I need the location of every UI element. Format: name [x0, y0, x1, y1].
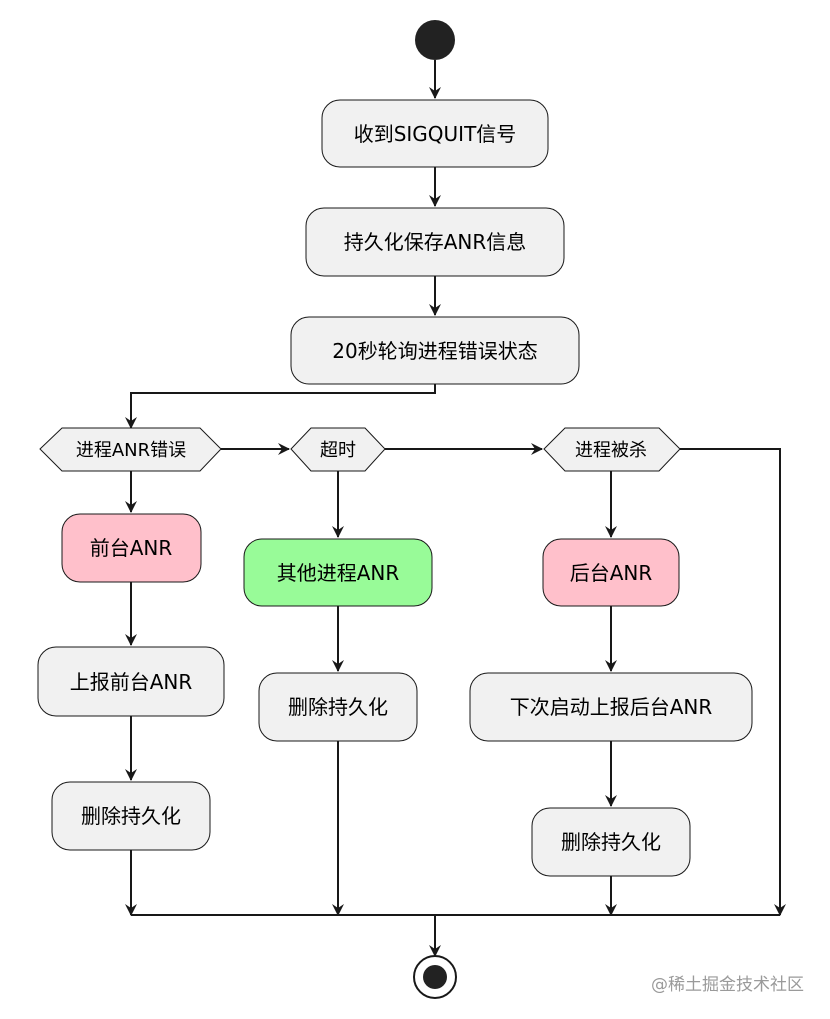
connectors — [125, 60, 786, 957]
node-delete-2-label: 删除持久化 — [288, 695, 388, 719]
condition-process-error: 进程ANR错误 — [39, 427, 222, 472]
node-receive-sigquit: 收到SIGQUIT信号 — [321, 99, 549, 168]
node-report-bg-next-label: 下次启动上报后台ANR — [510, 695, 713, 719]
node-report-fg-label: 上报前台ANR — [70, 670, 193, 694]
node-delete-3-label: 删除持久化 — [561, 830, 661, 854]
node-delete-2: 删除持久化 — [258, 672, 418, 742]
condition-process-killed-label: 进程被杀 — [575, 440, 647, 461]
node-bg-anr-label: 后台ANR — [570, 561, 653, 585]
watermark: @稀土掘金技术社区 — [651, 975, 804, 995]
condition-process-killed: 进程被杀 — [543, 427, 681, 472]
edge-cond3-else — [680, 448, 786, 916]
end-node — [413, 955, 457, 999]
node-poll-state-label: 20秒轮询进程错误状态 — [332, 339, 537, 363]
node-receive-sigquit-label: 收到SIGQUIT信号 — [354, 122, 517, 146]
start-node — [415, 20, 455, 60]
node-poll-state: 20秒轮询进程错误状态 — [290, 316, 580, 385]
node-fg-anr: 前台ANR — [61, 513, 202, 583]
node-other-anr: 其他进程ANR — [243, 538, 433, 607]
edge-poll-to-split — [125, 384, 436, 429]
node-delete-3: 删除持久化 — [531, 807, 691, 877]
node-delete-1: 删除持久化 — [51, 781, 211, 851]
node-other-anr-label: 其他进程ANR — [277, 561, 400, 585]
node-delete-1-label: 删除持久化 — [81, 804, 181, 828]
condition-timeout: 超时 — [290, 427, 386, 472]
node-fg-anr-label: 前台ANR — [90, 536, 173, 560]
node-report-fg: 上报前台ANR — [37, 646, 225, 717]
node-bg-anr: 后台ANR — [542, 538, 680, 607]
condition-process-error-label: 进程ANR错误 — [76, 440, 186, 461]
condition-timeout-label: 超时 — [320, 440, 356, 461]
node-persist-anr: 持久化保存ANR信息 — [305, 207, 565, 277]
node-persist-anr-label: 持久化保存ANR信息 — [344, 230, 527, 254]
node-report-bg-next: 下次启动上报后台ANR — [469, 672, 753, 742]
